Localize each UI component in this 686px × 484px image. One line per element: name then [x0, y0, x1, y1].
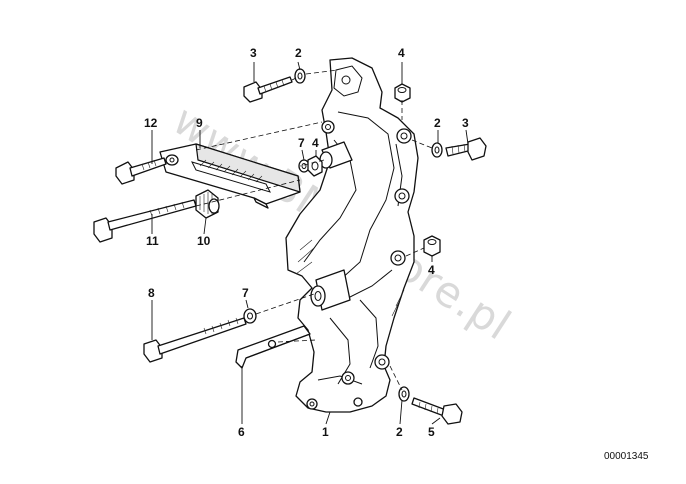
callout-7-low: 7 [242, 286, 249, 300]
callout-8: 8 [148, 286, 155, 300]
assembly-lines [195, 69, 433, 391]
main-bracket [285, 57, 419, 413]
callout-9: 9 [196, 116, 203, 130]
slotted-bracket [159, 143, 301, 209]
callout-1: 1 [322, 425, 329, 439]
sleeve-nut-10 [195, 189, 220, 219]
callout-7-mid: 7 [298, 136, 305, 150]
callout-4-mid: 4 [312, 136, 319, 150]
nut-4-mid [307, 155, 323, 177]
callout-2-right: 2 [434, 116, 441, 130]
bolt-3-right [445, 137, 487, 161]
washer-2-top [294, 68, 306, 84]
bolt-12 [115, 157, 167, 185]
bolt-8 [143, 317, 247, 363]
callout-10: 10 [197, 234, 211, 248]
callout-4-top: 4 [398, 46, 405, 60]
tension-strap [235, 325, 311, 369]
callouts: 3 2 4 12 9 7 4 2 3 11 10 4 8 7 6 1 2 5 [144, 46, 469, 439]
callout-11: 11 [146, 234, 159, 248]
bolt-5 [411, 397, 463, 425]
reference-number: 00001345 [604, 451, 649, 462]
bolt-11 [93, 199, 197, 243]
callout-6: 6 [238, 425, 245, 439]
nut-4-right [423, 235, 441, 257]
callout-3-top: 3 [250, 46, 257, 60]
callout-2-bottom: 2 [396, 425, 403, 439]
callout-5: 5 [428, 425, 435, 439]
callout-2-top: 2 [295, 46, 302, 60]
washer-2-right [431, 142, 443, 158]
callout-4-right: 4 [428, 263, 435, 277]
leader-lines [151, 61, 469, 425]
callout-3-right: 3 [462, 116, 469, 130]
nut-4-top [394, 83, 411, 103]
callout-12: 12 [144, 116, 158, 130]
washer-7-low [243, 308, 257, 324]
washer-2-bottom [398, 386, 410, 402]
bolt-3-top [243, 76, 293, 103]
